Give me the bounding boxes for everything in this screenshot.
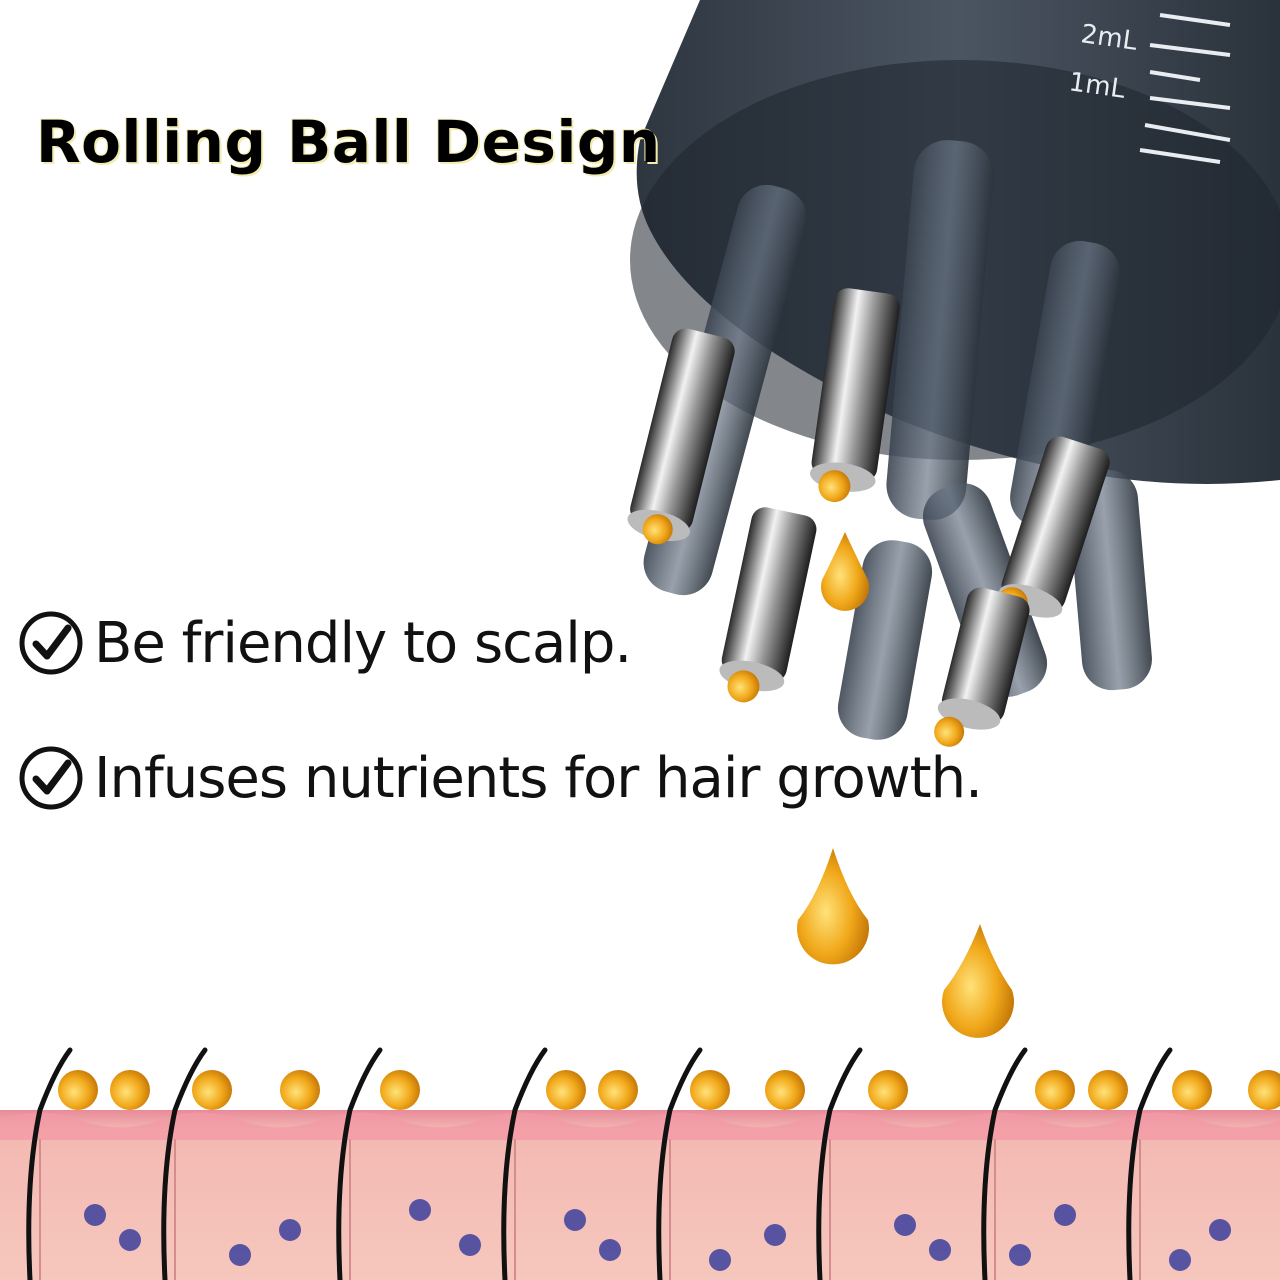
- nutrient-droplet: [1248, 1070, 1280, 1110]
- nutrient-droplet: [110, 1070, 150, 1110]
- follicle-cell: [764, 1224, 786, 1246]
- scalp-illustration: [0, 1047, 1280, 1280]
- follicle-cell: [84, 1204, 106, 1226]
- oil-drop: [821, 532, 869, 611]
- follicle-cell: [1009, 1244, 1031, 1266]
- measure-scale: [1139, 13, 1231, 164]
- nutrient-droplet: [765, 1070, 805, 1110]
- nutrient-droplet: [280, 1070, 320, 1110]
- feature-item-nutrients: Infuses nutrients for hair growth.: [18, 745, 983, 811]
- follicle-cell: [929, 1239, 951, 1261]
- hair-strand: [501, 1047, 548, 1280]
- oil-ball: [642, 514, 673, 545]
- nutrient-droplet: [1088, 1070, 1128, 1110]
- follicle-cell: [894, 1214, 916, 1236]
- nutrient-droplet: [598, 1070, 638, 1110]
- oil-ball: [727, 670, 760, 703]
- feature-text: Infuses nutrients for hair growth.: [94, 745, 983, 811]
- feature-text: Be friendly to scalp.: [94, 610, 632, 676]
- follicle-cell: [279, 1219, 301, 1241]
- feature-item-scalp: Be friendly to scalp.: [18, 610, 632, 676]
- nutrient-droplet: [868, 1070, 908, 1110]
- hair-strand: [336, 1047, 383, 1280]
- oil-drop: [941, 924, 1015, 1038]
- follicle-cell: [459, 1234, 481, 1256]
- nutrient-droplet: [1172, 1070, 1212, 1110]
- nutrient-droplet: [192, 1070, 232, 1110]
- headline-title: Rolling Ball Design: [36, 108, 661, 176]
- nutrient-droplet: [380, 1070, 420, 1110]
- hair-strand: [26, 1047, 73, 1280]
- hair-strand: [656, 1047, 703, 1280]
- follicle-cell: [1054, 1204, 1076, 1226]
- oil-drop: [797, 848, 869, 965]
- follicle-cell: [709, 1249, 731, 1271]
- nutrient-droplet: [58, 1070, 98, 1110]
- check-circle-icon: [19, 611, 83, 675]
- hair-strand: [981, 1047, 1028, 1280]
- roller-tubes: [627, 288, 1110, 747]
- follicle-cell: [599, 1239, 621, 1261]
- hair-strand: [161, 1047, 208, 1280]
- oil-ball: [818, 470, 851, 503]
- follicle-cell: [409, 1199, 431, 1221]
- check-circle-icon: [19, 746, 83, 810]
- hair-strand: [1126, 1047, 1173, 1280]
- follicle-cell: [119, 1229, 141, 1251]
- follicle-cell: [1169, 1249, 1191, 1271]
- hair-strand: [816, 1047, 863, 1280]
- follicle-cell: [229, 1244, 251, 1266]
- follicle-cell: [564, 1209, 586, 1231]
- oil-ball: [934, 716, 965, 747]
- oil-drops: [797, 532, 1015, 1038]
- follicle-cell: [1209, 1219, 1231, 1241]
- nutrient-droplet: [690, 1070, 730, 1110]
- nutrient-droplet: [1035, 1070, 1075, 1110]
- nutrient-droplet: [546, 1070, 586, 1110]
